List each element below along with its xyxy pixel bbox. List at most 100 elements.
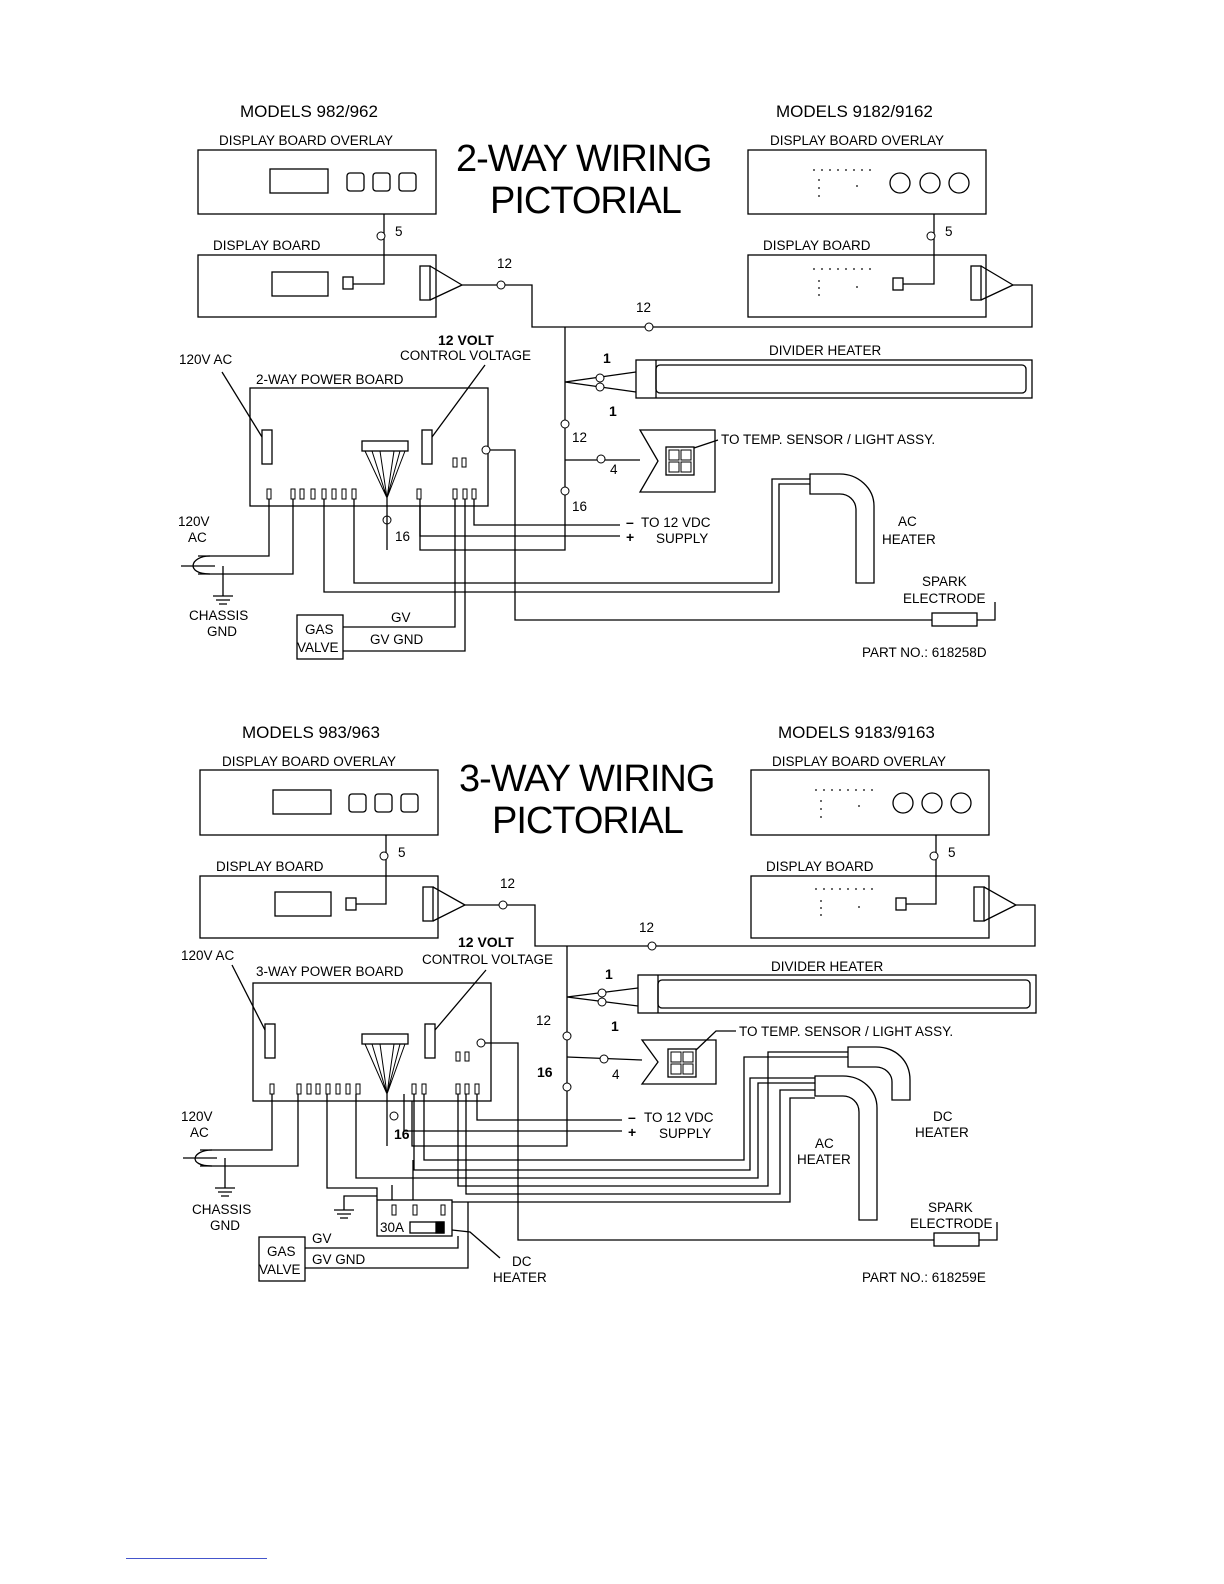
temp-sensor-connector [665,446,695,476]
ac-heater-wire-2 [353,478,810,584]
ac-in-top-label: 120V AC [179,352,233,367]
three-way-wiring-pictorial: MODELS 983/963 MODELS 9183/9163 DISPLAY … [181,723,1037,1285]
dc-heater-label-2: HEATER [915,1125,969,1140]
spark-electrode-lead [979,1222,998,1241]
spark-electrode [933,1232,980,1247]
ac-heater-wire-2 [413,1077,815,1171]
display-board-connector [345,897,357,911]
spark-label-2: ELECTRODE [903,591,986,606]
spark-terminal [476,1038,486,1048]
gv-label: GV [391,610,411,625]
display-board-overlay-right [747,149,987,215]
ac-plug [192,555,211,575]
chassis-label-2: GND [207,624,237,639]
supply-pos-wire [419,499,620,537]
harness-12-main [465,904,1036,947]
power-board-label: 3-WAY POWER BOARD [256,964,404,979]
chassis-label-1: CHASSIS [189,608,248,623]
display-board-right-label: DISPLAY BOARD [763,238,871,253]
overlay-display-window [269,168,329,194]
ribbon-connector [970,265,982,301]
ac-in-top-label: 120V AC [181,948,235,963]
display-board-connector [895,897,907,911]
ribbon-connector [419,265,431,301]
control-voltage-label-2: CONTROL VOLTAGE [400,348,531,363]
display-board-right [750,875,990,939]
gv-wire [343,499,456,628]
temp-sensor-label: TO TEMP. SENSOR / LIGHT ASSY. [739,1024,953,1039]
wire-count-label: 12 [639,920,654,935]
wire-count-label: 16 [395,529,410,544]
wire-count-label: 12 [536,1013,551,1028]
models-left-label: MODELS 982/962 [240,102,378,121]
overlay-left-label: DISPLAY BOARD OVERLAY [219,133,393,148]
display-board-right-label: DISPLAY BOARD [766,859,874,874]
ac-heater-label-2: HEATER [797,1152,851,1167]
ac-heater-label-2: HEATER [882,532,936,547]
display-board-connector [342,276,354,290]
spark-terminal [481,445,491,455]
supply-pos-symbol: + [626,529,634,545]
temp-sensor-label: TO TEMP. SENSOR / LIGHT ASSY. [721,432,935,447]
ribbon-connector [973,886,985,922]
board-led-dots [813,268,871,296]
control-voltage-label-1: 12 VOLT [438,332,494,348]
ac-input-connector [261,429,273,465]
overlay-knob [948,172,970,194]
display-board-overlay-right [750,769,990,836]
gv-gnd-wire [343,499,466,652]
part-number: PART NO.: 618259E [862,1270,986,1285]
display-board-lcd [274,891,332,917]
dc-heater-low-label-1: DC [512,1254,532,1269]
wire-count-label: 5 [945,224,953,239]
overlay-button [398,172,417,192]
ac-heater [814,1075,878,1221]
diagram-title-line1: 2-WAY WIRING [456,138,711,180]
power-board-label: 2-WAY POWER BOARD [256,372,404,387]
spark-electrode [931,612,978,627]
models-left-label: MODELS 983/963 [242,723,380,742]
overlay-knob [889,172,911,194]
diagram-title-line2: PICTORIAL [490,180,681,222]
overlay-knob [921,792,943,814]
wire-count-label: 16 [394,1126,410,1142]
overlay-right-label: DISPLAY BOARD OVERLAY [772,754,946,769]
overlay-button [346,172,365,192]
overlay-knob [919,172,941,194]
overlay-button [348,793,367,813]
power-board-terminals [266,488,477,500]
gas-valve-label-1: GAS [305,622,334,637]
gv-label: GV [312,1231,332,1246]
relay-ground-icon [334,1195,377,1219]
wire-count-label: 5 [398,845,406,860]
spark-wire [490,449,932,621]
harness-12-main [462,284,1033,328]
overlay-left-label: DISPLAY BOARD OVERLAY [222,754,396,769]
models-right-label: MODELS 9183/9163 [778,723,935,742]
wire-count-label: 12 [500,876,515,891]
wire-count-label: 1 [603,350,611,366]
relay-label: 30A [380,1220,404,1235]
gas-valve-label-2: VALVE [259,1262,301,1277]
supply-label-1: TO 12 VDC [641,515,711,530]
harness-header [361,440,409,452]
temp-sensor-connector [667,1048,697,1078]
divider-heater-element [655,364,1027,394]
ac-heater-wire-1 [355,1082,815,1179]
supply-pos-symbol: + [628,1124,636,1140]
spark-label-2: ELECTRODE [910,1216,993,1231]
dc-heater-low-label-2: HEATER [493,1270,547,1285]
overlay-right-label: DISPLAY BOARD OVERLAY [770,133,944,148]
overlay-knob [892,792,914,814]
ac-neutral-wire [200,1094,299,1167]
ac-heater-wire-1 [323,483,810,593]
chassis-label-1: CHASSIS [192,1202,251,1217]
gv-wire [305,1236,459,1249]
divider-heater-label: DIVIDER HEATER [769,343,882,358]
ac-heater-label-1: AC [898,514,917,529]
supply-pos-wire [403,1094,622,1132]
chassis-ground-icon [215,1158,235,1197]
control-voltage-connector [421,429,433,465]
chassis-ground-icon [213,566,233,605]
part-number: PART NO.: 618258D [862,645,987,660]
